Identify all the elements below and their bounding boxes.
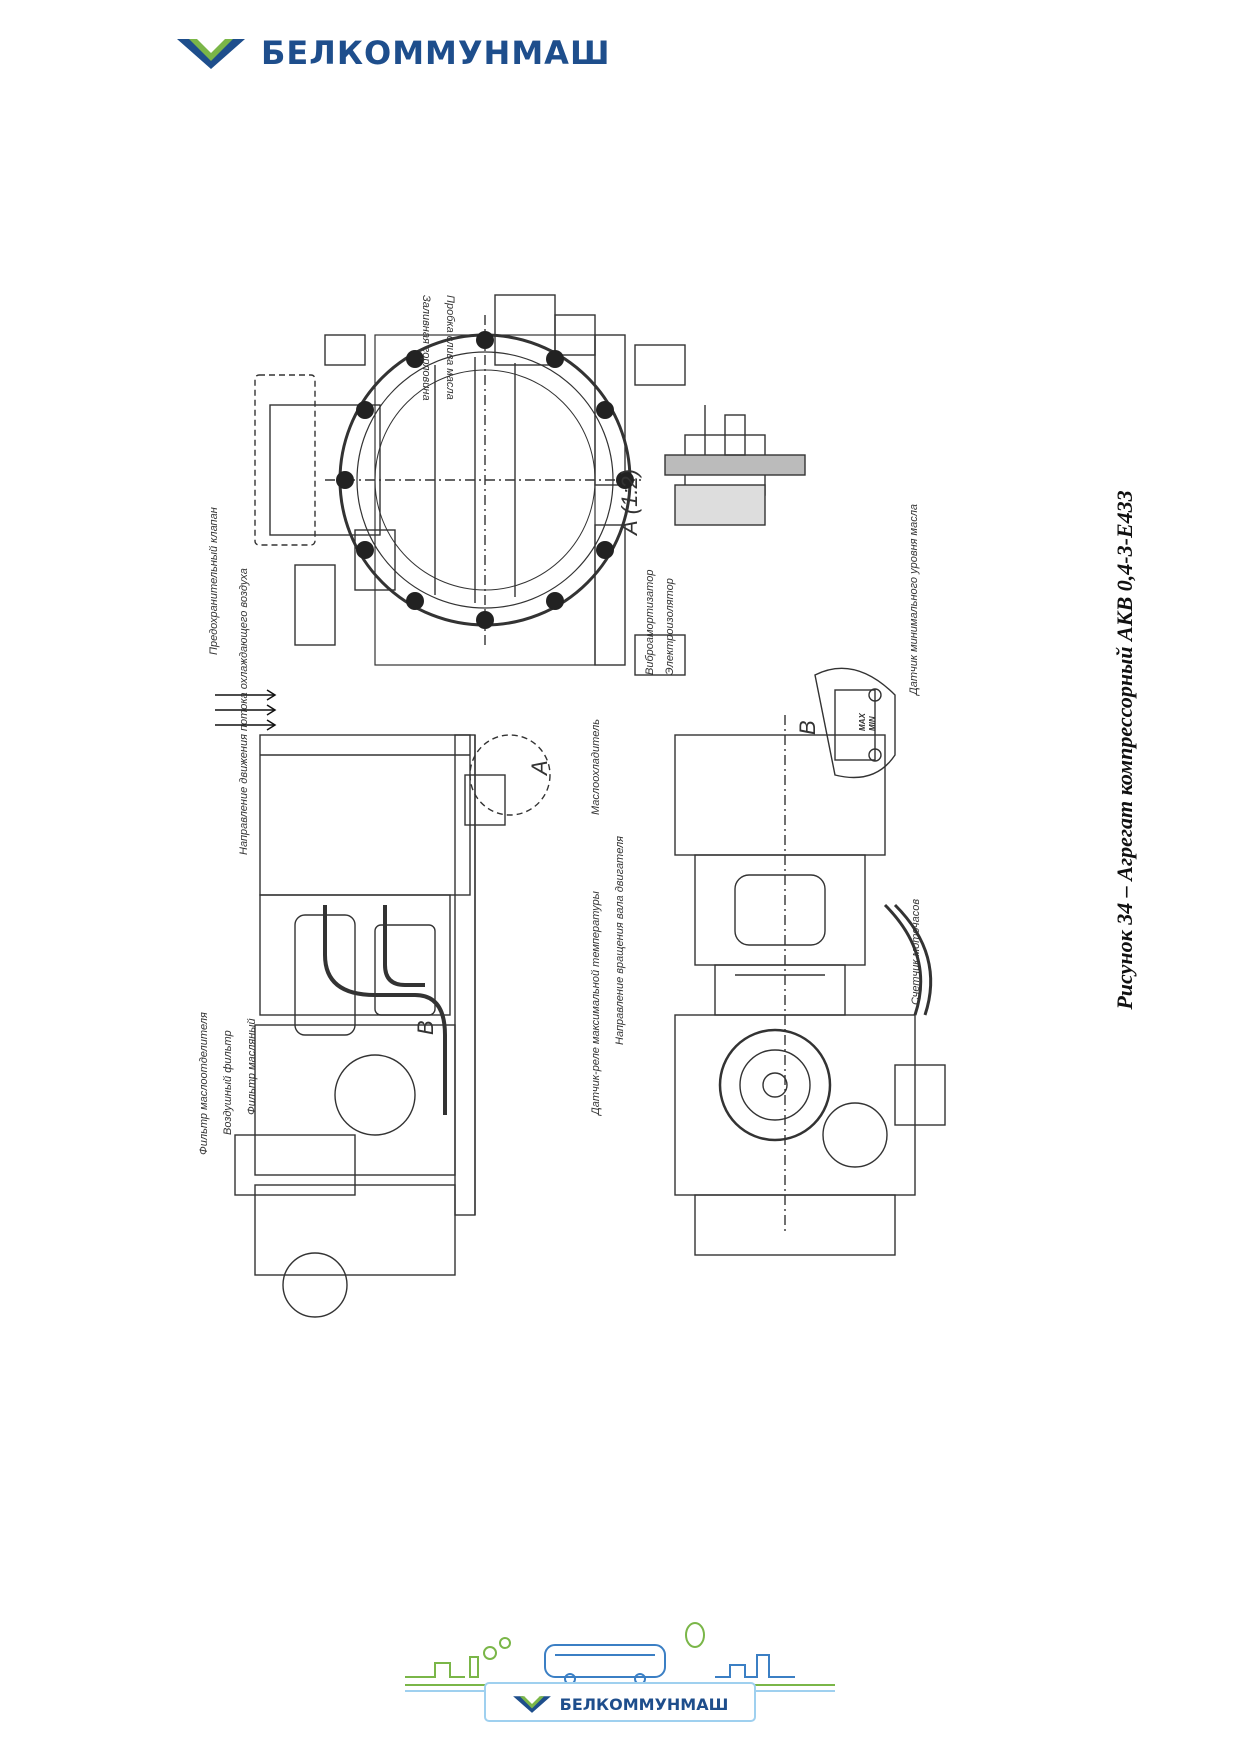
figure-caption: Рисунок 34 – Агрегат компрессорный АКВ 0…	[1095, 260, 1155, 1240]
label-oil-cooler: Маслоохладитель	[590, 719, 602, 815]
label-oil-separator-filter: Фильтр маслоотделителя	[198, 1012, 210, 1155]
label-temp-relay: Датчик-реле максимальной температуры	[590, 891, 602, 1117]
label-view-b-detail: В	[795, 720, 820, 735]
label-filler-neck: Заливная горловина	[420, 295, 432, 401]
label-air-direction: Направление движения потока охлаждающего…	[238, 568, 250, 855]
header-brand: БЕЛКОММУНМАШ	[175, 28, 615, 78]
flange-bolts	[336, 331, 634, 629]
detail-a	[664, 405, 806, 526]
label-min: MIN	[868, 716, 877, 731]
label-electric-insulator: Электроизолятор	[664, 578, 676, 675]
chevron-logo-icon	[512, 1696, 551, 1713]
label-max: MAX	[858, 713, 867, 731]
front-view	[674, 715, 946, 1256]
label-hour-meter: Счетчик моточасов	[910, 899, 922, 1005]
label-oil-filter: Фильтр масляный	[246, 1018, 258, 1115]
footer-brand: БЕЛКОММУНМАШ	[395, 1687, 845, 1721]
airflow-arrows	[215, 689, 277, 731]
chevron-logo-icon	[177, 39, 245, 69]
label-oil-level-sensor: Датчик минимального уровня масла	[908, 504, 920, 697]
label-view-a-scale: А (1:2)	[617, 469, 642, 537]
label-drain-plug: Пробка слива масла	[444, 295, 456, 400]
label-vibration-damper: Виброамортизатор	[644, 570, 656, 675]
city-bus-landscape-icon	[405, 1622, 835, 1722]
label-air-filter: Воздушный фильтр	[222, 1030, 234, 1135]
side-view	[234, 734, 551, 1318]
label-view-b: В	[413, 1020, 438, 1035]
figure-caption-text: Рисунок 34 – Агрегат компрессорный АКВ 0…	[1112, 490, 1137, 1010]
footer-logo: БЕЛКОММУНМАШ	[395, 1615, 845, 1725]
label-safety-valve: Предохранительный клапан	[208, 507, 220, 655]
technical-drawing: Предохранительный клапан Заливная горлов…	[175, 135, 1055, 1365]
detail-b	[814, 667, 896, 779]
label-view-a: А	[527, 760, 552, 777]
footer-company-name: БЕЛКОММУНМАШ	[559, 1694, 729, 1714]
label-shaft-rotation: Направление вращения вала двигателя	[614, 836, 626, 1045]
company-name: БЕЛКОММУНМАШ	[261, 34, 611, 72]
